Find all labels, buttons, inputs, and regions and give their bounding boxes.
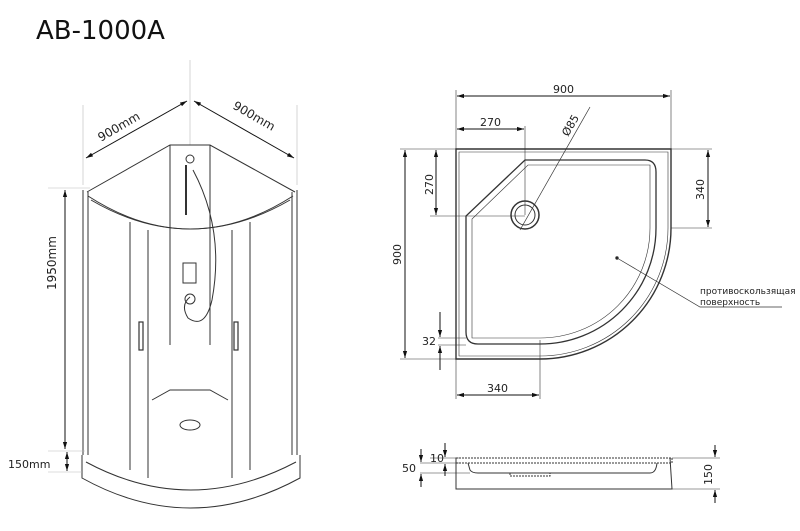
width-right-dimension [193,100,295,159]
cabin-perspective [48,60,301,509]
drain-diameter-label: Ø85 [559,112,582,138]
straight-bottom-label: 340 [487,382,508,395]
note-line2: поверхность [700,298,760,308]
model-title: AB-1000A [36,16,165,46]
drain-offset-x-label: 270 [480,116,501,129]
plan-depth-label: 900 [391,244,404,265]
tray-height-label: 150mm [8,458,50,471]
plan-width-label: 900 [553,83,574,96]
section-depth-label: 50 [402,462,416,475]
rim-label: 32 [422,335,436,348]
width-right-label: 900mm [231,98,278,133]
tray-plan [400,90,782,399]
drain-offset-y-label: 270 [423,174,436,195]
note-line1: противоскользящая [700,287,796,297]
width-left-dimension [85,100,188,159]
tray-section [418,443,720,503]
section-rim-label: 10 [430,452,444,465]
straight-right-label: 340 [694,179,707,200]
section-height-label: 150 [702,464,715,485]
height-label: 1950mm [45,236,59,290]
